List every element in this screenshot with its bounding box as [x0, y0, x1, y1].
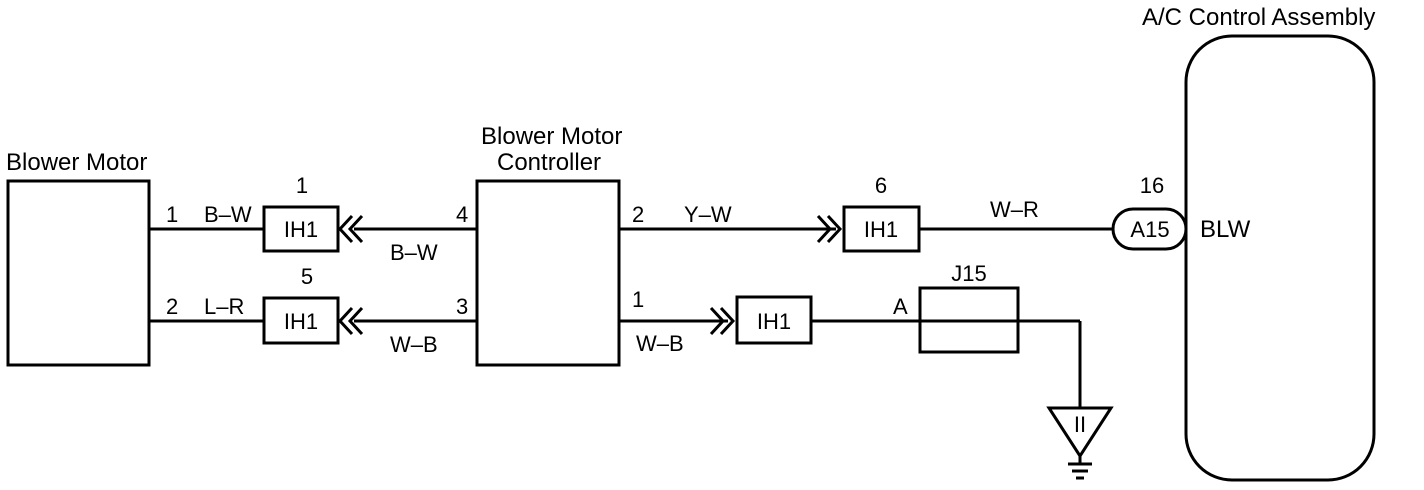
controller-title-line1: Blower Motor — [481, 123, 622, 150]
a15-label: A15 — [1130, 217, 1169, 242]
ground-point-label: II — [1074, 412, 1086, 437]
controller-box — [475, 179, 621, 367]
wire-color-ctrl2: Y–W — [684, 202, 732, 227]
ih1-top-label: IH1 — [284, 217, 318, 242]
controller-pin-1: 1 — [632, 287, 644, 312]
chevron-icon — [337, 214, 354, 244]
controller-pin-2: 2 — [632, 202, 644, 227]
connector-ih1-wb — [735, 295, 813, 345]
wire-color-ac: W–R — [990, 197, 1039, 222]
controller-pin-3: 3 — [456, 294, 468, 319]
ac-control-assembly-title: A/C Control Assembly — [1142, 4, 1375, 31]
ground-point-icon — [1046, 406, 1114, 459]
ih1-yw-label: IH1 — [864, 217, 898, 242]
wire-color-ctrl3: W–B — [390, 332, 438, 357]
ih1-bottom-pin: 5 — [301, 264, 313, 289]
wire-color-bm1: B–W — [204, 202, 252, 227]
ih1-yw-pin: 6 — [875, 173, 887, 198]
wire-color-bm2: L–R — [204, 294, 244, 319]
blower-motor-pin-2: 2 — [166, 294, 178, 319]
chevron-icon — [347, 214, 364, 244]
controller-title-line2: Controller — [497, 149, 601, 176]
blower-motor-box — [6, 179, 151, 367]
chevron-icon — [719, 306, 736, 336]
controller-pin-4: 4 — [456, 202, 468, 227]
chevron-icon — [709, 306, 726, 336]
connector-a15 — [1111, 207, 1188, 251]
connector-ih1-bottom — [262, 296, 340, 345]
blower-motor-pin-1: 1 — [166, 202, 178, 227]
wire-color-ctrl1: W–B — [636, 331, 684, 356]
junction-j15-label: J15 — [951, 261, 986, 286]
junction-j15-pin: A — [893, 294, 908, 319]
connector-ih1-yw — [842, 205, 921, 253]
chevron-icon — [816, 214, 833, 244]
chevron-icon — [347, 306, 364, 336]
chevron-icon — [826, 214, 843, 244]
wire-color-ctrl4: B–W — [390, 240, 438, 265]
a15-pin: 16 — [1140, 173, 1164, 198]
ih1-bottom-label: IH1 — [284, 309, 318, 334]
ih1-top-pin: 1 — [296, 173, 308, 198]
ih1-wb-label: IH1 — [757, 309, 791, 334]
chevron-icon — [337, 306, 354, 336]
ac-control-assembly-box — [1184, 34, 1376, 482]
blower-motor-title: Blower Motor — [6, 149, 147, 176]
ac-terminal-blw: BLW — [1200, 216, 1251, 243]
